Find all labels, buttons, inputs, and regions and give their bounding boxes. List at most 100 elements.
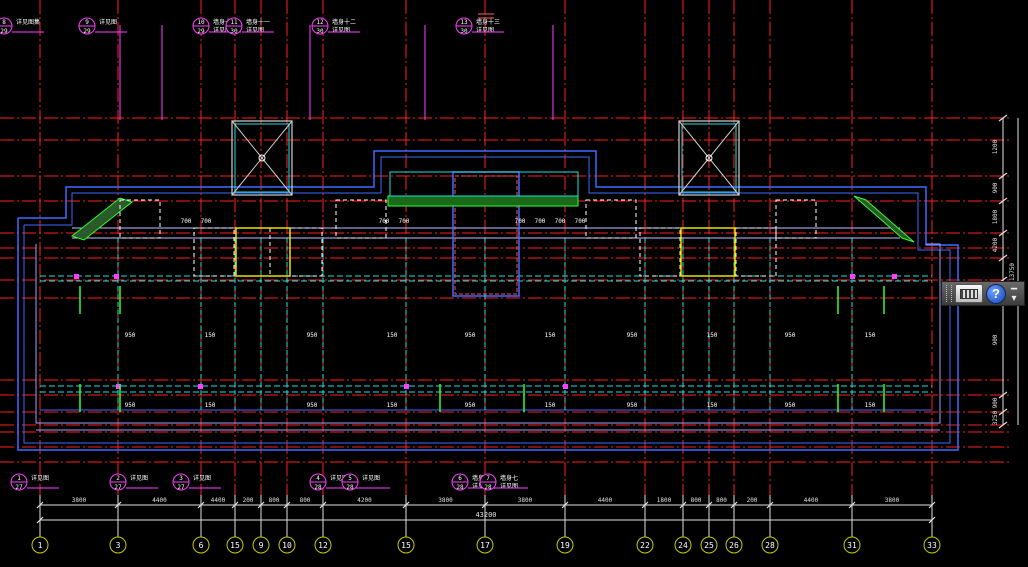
axis-bubble: [314, 536, 332, 554]
building-walls: [17, 150, 959, 451]
room-dim-label: 150: [205, 402, 216, 409]
axis-label: 28: [765, 541, 775, 550]
room-dim-label: 150: [205, 332, 216, 339]
bottom-callout-number: 1: [17, 475, 21, 482]
dim-tick: [231, 501, 239, 509]
inner-wall: [23, 156, 951, 444]
column-marker: [198, 384, 203, 389]
bottom-callout-number: 5: [348, 475, 352, 482]
room-dim-label: 150: [387, 332, 398, 339]
dim-tick: [36, 501, 44, 509]
room-dim-label: 150: [707, 402, 718, 409]
axis-label: 26: [729, 541, 739, 550]
dim-text: 3800: [518, 497, 533, 504]
dim-text: 4400: [804, 497, 819, 504]
dim-tick: [679, 501, 687, 509]
inner-wall: [35, 243, 941, 424]
column-marker: [74, 274, 79, 279]
top-callout-sheet: 29: [0, 28, 8, 35]
dim-tick: [998, 172, 1008, 180]
top-callout-number: 9: [85, 19, 89, 26]
dim-tick: [705, 501, 713, 509]
dim-tick: [402, 501, 410, 509]
plan-details: 9509501501509509501501509509501501509509…: [70, 120, 915, 412]
shaft-center: [705, 154, 713, 162]
axis-label: 3: [116, 541, 121, 550]
dim-text: 200: [747, 497, 758, 504]
eave-hatch: [70, 197, 134, 241]
toolbar-menu-icon[interactable]: ━▾: [1011, 283, 1018, 304]
bottom-callout-note: 详见图: [31, 474, 49, 482]
help-icon[interactable]: ?: [986, 283, 1006, 304]
axis-bubble: [192, 536, 210, 554]
axis-bubble: [476, 536, 494, 554]
top-callout-note: 详见图: [99, 18, 117, 26]
room-dim-label: 950: [465, 402, 476, 409]
shaft-center: [258, 154, 266, 162]
room-dim-label: 150: [545, 332, 556, 339]
dim-text: 4400: [211, 497, 226, 504]
column-marker: [116, 384, 121, 389]
dim-text: 200: [243, 497, 254, 504]
column-marker: [563, 384, 568, 389]
balcony: [389, 171, 579, 197]
floating-toolbar[interactable]: ? ━▾: [941, 281, 1025, 306]
axis-label: 12: [318, 541, 328, 550]
dim-tick: [481, 501, 489, 509]
axis-label: 25: [704, 541, 714, 550]
dim-tick: [36, 516, 44, 524]
axis-bubble: [636, 536, 654, 554]
room-dim-label: 950: [627, 402, 638, 409]
overall-dim-text: 43200: [475, 511, 496, 519]
bottom-callout-sheet: 28: [314, 484, 322, 491]
room-dim-label: 700: [201, 218, 212, 225]
bottom-callout-note: 详见图: [500, 482, 518, 490]
room-outline: [193, 227, 235, 277]
dim-text: 3800: [72, 497, 87, 504]
axis-bubble: [674, 536, 692, 554]
bottom-callout-number: 2: [116, 475, 120, 482]
axis-bubble: [923, 536, 941, 554]
axis-label: 1: [38, 541, 43, 550]
keyboard-icon[interactable]: [955, 284, 983, 303]
top-callout-number: 12: [316, 19, 324, 26]
shaft-box: [681, 123, 737, 193]
room-dim-label: 950: [627, 332, 638, 339]
dim-text: 900: [992, 397, 999, 408]
room-dim-label: 150: [387, 402, 398, 409]
dim-text: 900: [992, 182, 999, 193]
bottom-callout-sheet: 27: [15, 484, 23, 491]
toolbar-grip[interactable]: [946, 285, 952, 302]
shaft-box: [234, 123, 290, 193]
room-dim-label: 700: [535, 218, 546, 225]
axis-bubble: [226, 536, 244, 554]
top-callout-sheet: 30: [460, 28, 468, 35]
axis-label: 6: [199, 541, 204, 550]
dim-tick: [998, 421, 1008, 429]
dim-tick: [561, 501, 569, 509]
top-callout-number: 8: [2, 19, 6, 26]
top-callout-note: 详见图: [246, 26, 264, 34]
overall-dim-text: 13750: [1009, 263, 1016, 281]
room-outline: [269, 227, 323, 277]
room-dim-label: 950: [125, 402, 136, 409]
shaft-cross: [231, 120, 293, 196]
bottom-callout-note: 详见图: [193, 474, 211, 482]
axis-bubble: [278, 536, 296, 554]
room-outline: [639, 227, 681, 277]
axis-bubble: [252, 536, 270, 554]
room-dim-label: 950: [785, 332, 796, 339]
room-dim-label: 700: [181, 218, 192, 225]
bottom-callout-sheet: 27: [177, 484, 185, 491]
room-dim-label: 950: [307, 332, 318, 339]
room-outline: [119, 199, 161, 239]
dim-text: 800: [300, 497, 311, 504]
room-dim-label: 150: [865, 332, 876, 339]
room-dim-label: 150: [865, 402, 876, 409]
dim-tick: [998, 114, 1008, 122]
axis-bubble: [397, 536, 415, 554]
bottom-callout-number: 7: [486, 475, 490, 482]
dim-tick: [998, 197, 1008, 205]
